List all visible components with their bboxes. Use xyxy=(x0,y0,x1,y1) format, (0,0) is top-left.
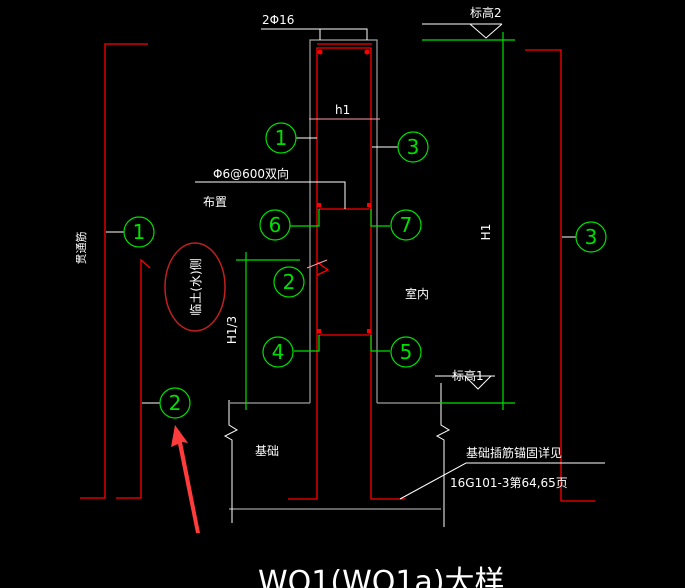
wall-rebars xyxy=(80,43,595,502)
marker-2: 2 xyxy=(283,270,296,294)
tie-spec-2: 布置 xyxy=(203,195,227,209)
marker-3-right: 3 xyxy=(585,225,598,249)
tie-spec: Φ6@600双向 xyxy=(213,166,289,181)
top-bar-label: 2Φ16 xyxy=(262,13,294,27)
marker-5: 5 xyxy=(400,340,413,364)
drawing-title: WQ1(WQ1a)大样 xyxy=(258,565,505,588)
leader-2 xyxy=(306,259,328,269)
foundation-outline xyxy=(223,383,451,527)
dimensions xyxy=(236,32,515,410)
width-dim-label: h1 xyxy=(335,103,350,117)
wall-outline xyxy=(229,39,441,510)
marker-4: 4 xyxy=(272,340,285,364)
marker-3: 3 xyxy=(407,135,420,159)
marker-2-left: 2 xyxy=(169,391,182,415)
height-dim-label: H1 xyxy=(479,224,493,241)
elevation-bottom: 标高1 xyxy=(452,368,484,383)
soil-side-ellipse xyxy=(164,242,226,332)
through-bar-label: 贯通筋 xyxy=(74,232,88,265)
interior-label: 室内 xyxy=(405,286,429,301)
marker-6: 6 xyxy=(269,213,282,237)
marker-1-left: 1 xyxy=(133,220,146,244)
marker-7: 7 xyxy=(400,213,413,237)
marker-1: 1 xyxy=(275,126,288,150)
anchor-note-2: 16G101-3第64,65页 xyxy=(450,476,568,490)
anchor-note-1: 基础插筋锚固详见 xyxy=(466,445,562,460)
elevation-top: 标高2 xyxy=(470,5,502,20)
rebar-dots xyxy=(317,49,371,333)
annotation-arrow-icon xyxy=(171,425,200,533)
leader-lines xyxy=(106,23,605,500)
third-height-label: H1/3 xyxy=(225,316,239,344)
foundation-label: 基础 xyxy=(255,444,279,458)
marker-circles xyxy=(123,122,607,419)
soil-side-label: 临土(水)侧 xyxy=(189,258,203,315)
